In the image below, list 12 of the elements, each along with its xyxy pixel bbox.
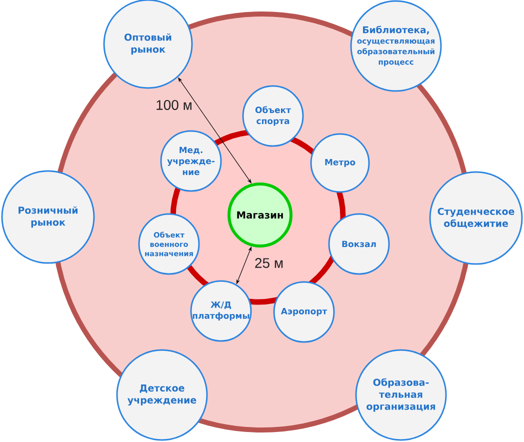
circle-node: Студенческое общежитие [429, 171, 523, 265]
circle-node: Розничный рынок [1, 170, 95, 264]
circle-node: Метро [310, 133, 370, 193]
circle-node: Объект спорта [242, 85, 304, 147]
circle-node: Детское учреждение [116, 349, 208, 441]
circle-node: Аэропорт [273, 281, 335, 343]
edge-label: 100 м [155, 100, 193, 110]
circle-node: Мед. учрежде- ние [160, 130, 222, 192]
circle-node: Образова- тельная организация [355, 349, 447, 441]
circle-node: Вокзал [328, 213, 390, 275]
circle-node: Ж/Д платформы [190, 280, 252, 342]
edge-label: 25 м [254, 258, 284, 268]
